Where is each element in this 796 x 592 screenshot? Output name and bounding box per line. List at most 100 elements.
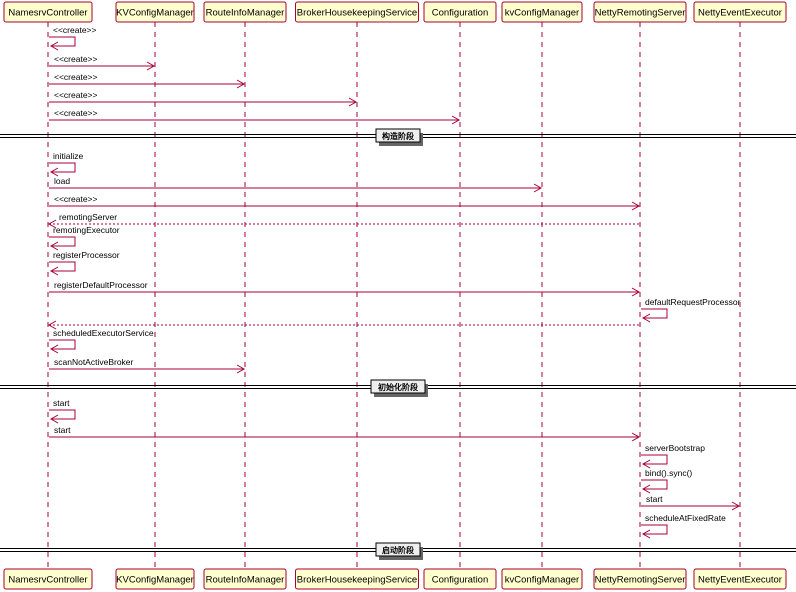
message-label: <<create>> — [54, 90, 98, 100]
arrowhead — [641, 529, 651, 539]
message: start — [49, 398, 76, 424]
participant-netty-remoting-server-bottom: NettyRemotingServer — [593, 568, 687, 590]
message-label: <<create>> — [54, 194, 98, 204]
participant-label: Configuration — [432, 575, 489, 586]
message: <<create>> — [49, 194, 641, 211]
message-label: remotingServer — [59, 212, 117, 222]
messages: <<create>><<create>><<create>><<create>>… — [47, 25, 741, 539]
participant-configuration-bottom: Configuration — [423, 568, 497, 590]
message-label: start — [54, 425, 71, 435]
message-label: scheduledExecutorService — [53, 328, 154, 338]
participant-label: KVConfigManager — [116, 575, 194, 586]
participants-top: NamesrvController KVConfigManager RouteInf… — [3, 1, 787, 23]
message: registerDefaultProcessor — [49, 280, 641, 297]
message-label: start — [53, 398, 70, 408]
message: <<create>> — [49, 108, 461, 125]
divider-box — [370, 379, 426, 394]
arrowhead — [49, 167, 59, 177]
divider-box — [375, 128, 421, 143]
divider-label: 构造阶段 — [382, 131, 414, 141]
participant-label: kvConfigManager — [505, 575, 579, 586]
self-message-arrow — [49, 36, 76, 47]
participant-kv-config-manager-top: kvConfigManager — [501, 1, 583, 23]
arrowhead — [641, 484, 651, 494]
participant-netty-event-executor-top: NettyEventExecutor — [693, 1, 787, 23]
lifelines — [47, 22, 741, 569]
arrowhead — [533, 183, 543, 193]
participant-namesrv-controller-bottom: NamesrvController — [3, 568, 93, 590]
self-message-arrow — [641, 454, 668, 465]
arrowhead — [451, 115, 461, 125]
message: load — [49, 176, 543, 193]
participant-netty-event-executor-bottom: NettyEventExecutor — [693, 568, 787, 590]
participant-route-info-manager-top: RouteInfoManager — [203, 1, 287, 23]
arrowhead — [348, 97, 358, 107]
arrowhead — [631, 287, 641, 297]
message-label: scanNotActiveBroker — [54, 357, 134, 367]
arrowhead — [631, 201, 641, 211]
participant-broker-housekeeping-service-top: BrokerHousekeepingService — [295, 1, 419, 23]
message: bind().sync() — [641, 468, 692, 494]
arrowhead — [49, 41, 59, 51]
participant-route-info-manager-bottom: RouteInfoManager — [203, 568, 287, 590]
message-label: defaultRequestProcessor — [645, 297, 741, 307]
participant-label: NettyEventExecutor — [698, 575, 782, 586]
participant-label: NamesrvController — [8, 575, 87, 586]
arrowhead — [641, 459, 651, 469]
arrowhead — [236, 364, 246, 374]
message-label: serverBootstrap — [645, 443, 705, 453]
participant-label: NettyRemotingServer — [595, 575, 686, 586]
arrowhead — [49, 414, 59, 424]
message-label: <<create>> — [54, 72, 98, 82]
message-label: start — [646, 494, 663, 504]
message-label: load — [54, 176, 70, 186]
self-message-arrow — [49, 261, 76, 272]
arrowhead — [641, 313, 651, 323]
self-message-arrow — [49, 162, 76, 173]
message: remotingServer — [47, 212, 639, 229]
self-message-arrow — [641, 524, 668, 535]
participant-netty-remoting-server-top: NettyRemotingServer — [593, 1, 687, 23]
arrowhead — [47, 320, 57, 330]
participant-kvconfig-manager-top: KVConfigManager — [115, 1, 195, 23]
message — [47, 320, 639, 330]
message-label: registerDefaultProcessor — [54, 280, 148, 290]
arrowhead — [236, 79, 246, 89]
message-label: <<create>> — [53, 25, 97, 35]
participant-label: NettyEventExecutor — [698, 8, 782, 19]
arrowhead — [49, 344, 59, 354]
message: <<create>> — [49, 72, 246, 89]
arrowhead — [631, 432, 641, 442]
arrowhead — [49, 266, 59, 276]
self-message-arrow — [49, 409, 76, 420]
participant-configuration-top: Configuration — [423, 1, 497, 23]
message-label: registerProcessor — [53, 250, 120, 260]
message: scheduleAtFixedRate — [641, 513, 726, 539]
message-label: bind().sync() — [645, 468, 692, 478]
message: <<create>> — [49, 54, 156, 71]
self-message-arrow — [49, 339, 76, 350]
message: <<create>> — [49, 90, 358, 107]
message: start — [641, 494, 741, 511]
message: serverBootstrap — [641, 443, 705, 469]
message: scanNotActiveBroker — [49, 357, 246, 374]
participant-label: Configuration — [432, 8, 489, 19]
message: defaultRequestProcessor — [641, 297, 741, 323]
participant-label: KVConfigManager — [116, 8, 194, 19]
divider-box — [375, 542, 421, 557]
arrowhead — [146, 61, 156, 71]
divider-label: 启动阶段 — [382, 545, 414, 555]
participant-label: kvConfigManager — [505, 8, 579, 19]
divider-label: 初始化阶段 — [378, 382, 418, 392]
participant-namesrv-controller-top: NamesrvController — [3, 1, 93, 23]
participant-kvconfig-manager-bottom: KVConfigManager — [115, 568, 195, 590]
message: remotingExecutor — [49, 225, 120, 251]
message-label: scheduleAtFixedRate — [645, 513, 726, 523]
participant-kv-config-manager-bottom: kvConfigManager — [501, 568, 583, 590]
participant-label: NamesrvController — [8, 8, 87, 19]
message: registerProcessor — [49, 250, 120, 276]
arrowhead — [47, 219, 57, 229]
participant-label: BrokerHousekeepingService — [297, 8, 417, 19]
